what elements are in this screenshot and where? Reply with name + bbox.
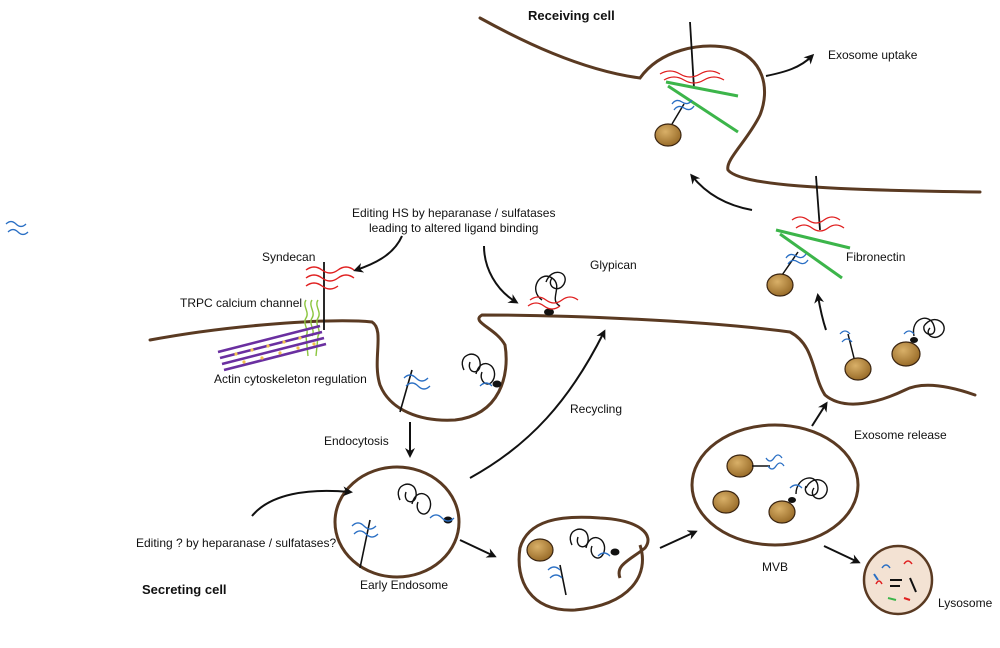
label-recycling: Recycling [570,402,623,416]
label-early-endosome: Early Endosome [360,578,449,592]
endocytic-pit-contents [399,353,502,413]
label-syndecan: Syndecan [262,250,316,264]
label-editing-hs-line1: Editing HS by heparanase / sulfatases [352,206,556,220]
arrow-to-receiving-cell [690,173,753,211]
arrow-to-late-endosome [459,539,497,558]
late-endosome [517,515,650,612]
label-endocytosis: Endocytosis [324,434,389,448]
label-exosome-release: Exosome release [854,428,947,442]
glypican-molecule [527,271,579,316]
label-fibronectin: Fibronectin [846,250,906,264]
arrow-to-mvb [659,530,698,549]
actin-beads [234,336,316,364]
arrow-editing-endosome [251,486,353,517]
secreting-cell-membrane [148,313,977,422]
arrow-exosome-uptake [765,53,815,77]
syndecan-molecule [305,262,355,330]
label-editing-question: Editing ? by heparanase / sulfatases? [136,536,337,550]
arrow-recycling [469,329,606,479]
label-receiving-cell: Receiving cell [528,8,615,23]
mvb [690,423,860,547]
label-exosome-uptake: Exosome uptake [828,48,918,62]
arrow-to-glypican [483,245,519,304]
arrow-to-syndecan [353,235,403,273]
actin-filaments [217,324,327,372]
free-hs-fragment [5,220,29,236]
label-secreting-cell: Secreting cell [142,582,227,597]
lysosome [862,544,934,616]
arrow-to-lysosome [823,545,861,564]
early-endosome [333,465,461,579]
arrow-exosome-release [811,401,828,427]
arrow-to-fibronectin [814,293,827,331]
label-glypican: Glypican [590,258,637,272]
label-trpc: TRPC calcium channel [180,296,303,310]
label-actin: Actin cytoskeleton regulation [214,372,367,386]
receiving-cell-membrane [478,16,982,194]
label-mvb: MVB [762,560,789,574]
label-editing-hs-line2: leading to altered ligand binding [369,221,539,235]
uptake-exosome [654,21,739,147]
label-editing-hs: Editing HS by heparanase / sulfatases le… [352,206,555,236]
fibronectin-exosome [766,175,851,297]
label-lysosome: Lysosome [938,596,993,610]
flow-arrows [251,53,861,564]
released-exosomes [839,317,945,381]
